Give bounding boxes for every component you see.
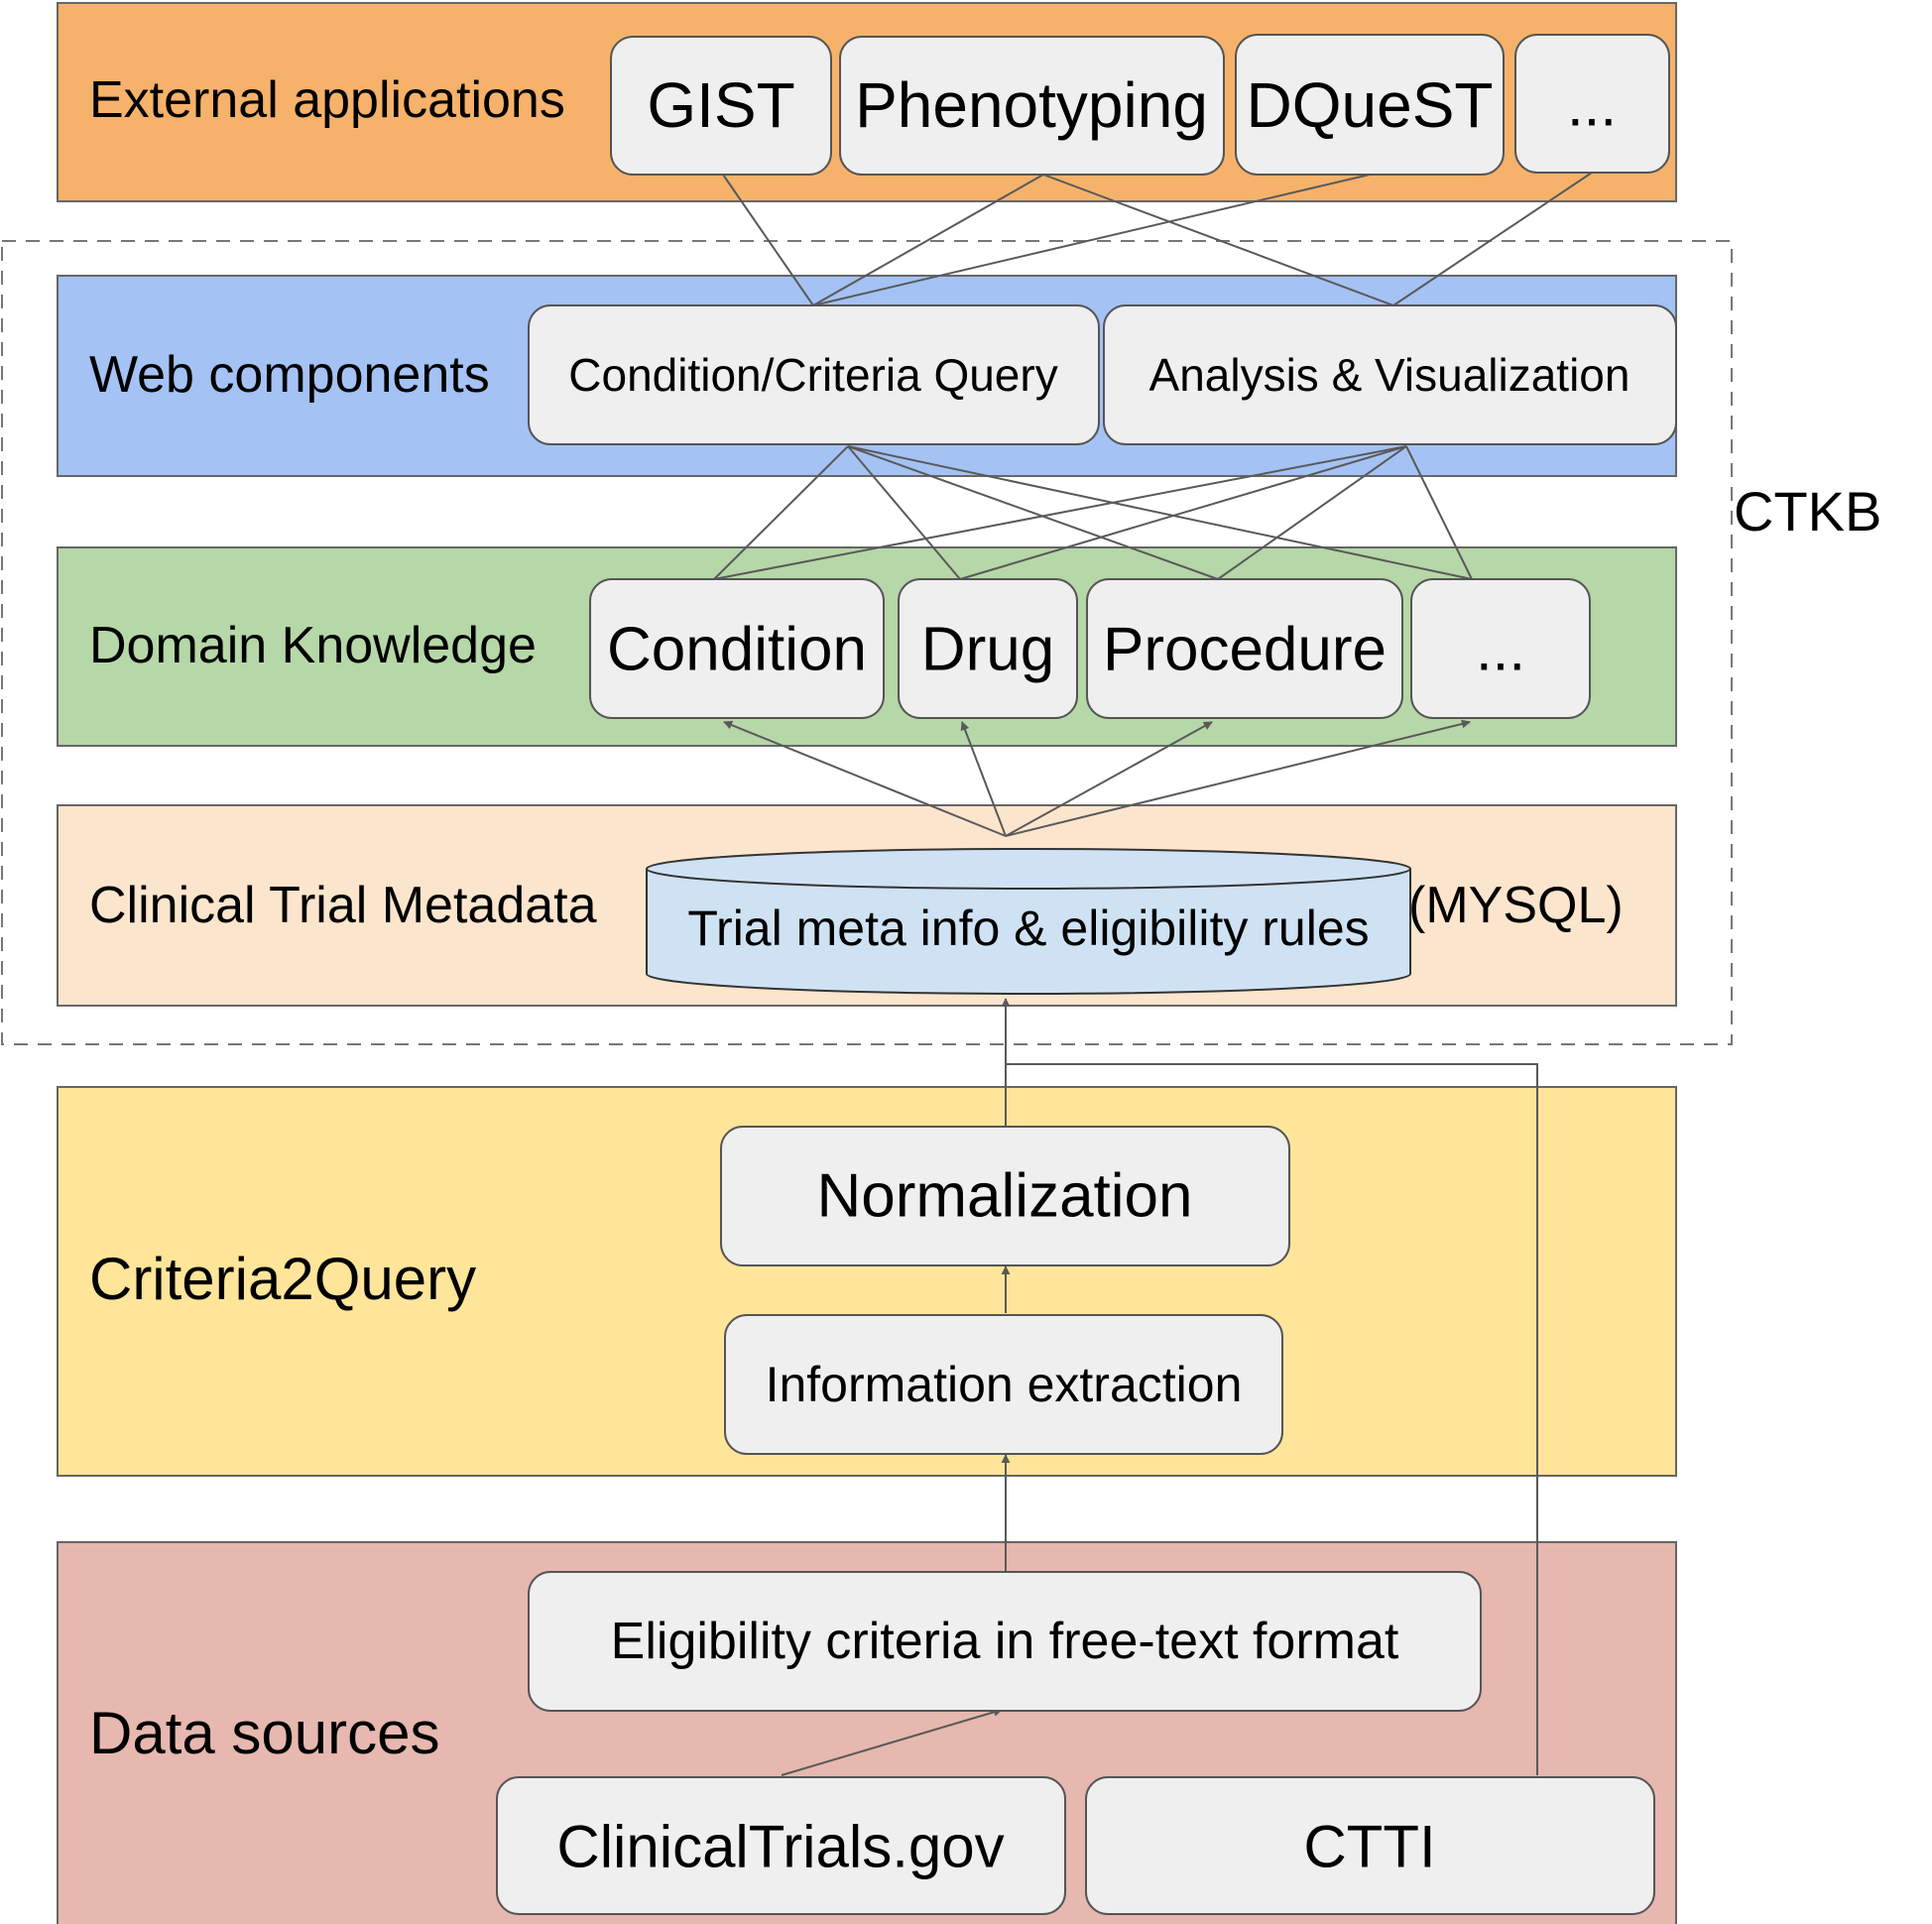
- ctkb-boundary: [1, 240, 1733, 1045]
- edges-metadata-to-domain: [723, 719, 1471, 837]
- node-dquest-label: DQueST: [1247, 69, 1494, 141]
- node-clinicaltrials-gov: ClinicalTrials.gov: [496, 1776, 1066, 1915]
- node-ctti-label: CTTI: [1303, 1814, 1435, 1880]
- node-ctti: CTTI: [1085, 1776, 1655, 1915]
- node-information-extraction: Information extraction: [724, 1314, 1283, 1455]
- node-analysis-visualization-label: Analysis & Visualization: [1149, 349, 1630, 401]
- edges-external-to-web: [722, 172, 1593, 306]
- node-condition-criteria-query-label: Condition/Criteria Query: [568, 349, 1057, 401]
- node-external-more: ...: [1514, 34, 1670, 174]
- node-gist: GIST: [610, 36, 832, 176]
- node-gist-label: GIST: [647, 69, 794, 141]
- node-condition-criteria-query: Condition/Criteria Query: [528, 304, 1100, 445]
- ctkb-label: CTKB: [1734, 480, 1881, 542]
- node-eligibility-free-text-label: Eligibility criteria in free-text format: [611, 1613, 1399, 1670]
- node-external-more-label: ...: [1567, 72, 1617, 139]
- node-drug: Drug: [898, 578, 1078, 719]
- node-procedure-label: Procedure: [1103, 616, 1387, 684]
- node-information-extraction-label: Information extraction: [766, 1357, 1243, 1412]
- node-condition: Condition: [589, 578, 885, 719]
- node-eligibility-free-text: Eligibility criteria in free-text format: [528, 1571, 1482, 1712]
- node-drug-label: Drug: [921, 616, 1054, 684]
- node-phenotyping: Phenotyping: [839, 36, 1225, 176]
- layer-label-web: Web components: [89, 346, 490, 404]
- database-tech-label: (MYSQL): [1408, 877, 1624, 934]
- node-dquest: DQueST: [1235, 34, 1505, 176]
- layer-label-metadata: Clinical Trial Metadata: [89, 877, 597, 934]
- database-cylinder: Trial meta info & eligibility rules: [646, 848, 1411, 995]
- node-domain-more-label: ...: [1476, 617, 1525, 683]
- node-clinicaltrials-gov-label: ClinicalTrials.gov: [556, 1814, 1004, 1880]
- node-normalization: Normalization: [720, 1126, 1290, 1266]
- edges-web-to-domain: [713, 445, 1473, 580]
- layer-label-domain: Domain Knowledge: [89, 617, 537, 674]
- node-normalization-label: Normalization: [816, 1162, 1192, 1231]
- node-phenotyping-label: Phenotyping: [855, 69, 1208, 141]
- node-condition-label: Condition: [607, 616, 867, 684]
- database-label: Trial meta info & eligibility rules: [687, 901, 1369, 956]
- node-procedure: Procedure: [1086, 578, 1403, 719]
- node-domain-more: ...: [1410, 578, 1591, 719]
- layer-label-external: External applications: [89, 71, 565, 129]
- layer-label-data-sources: Data sources: [89, 1700, 440, 1766]
- edges-pipeline: [781, 998, 1538, 1776]
- layer-label-criteria2query: Criteria2Query: [89, 1246, 476, 1312]
- node-analysis-visualization: Analysis & Visualization: [1103, 304, 1677, 445]
